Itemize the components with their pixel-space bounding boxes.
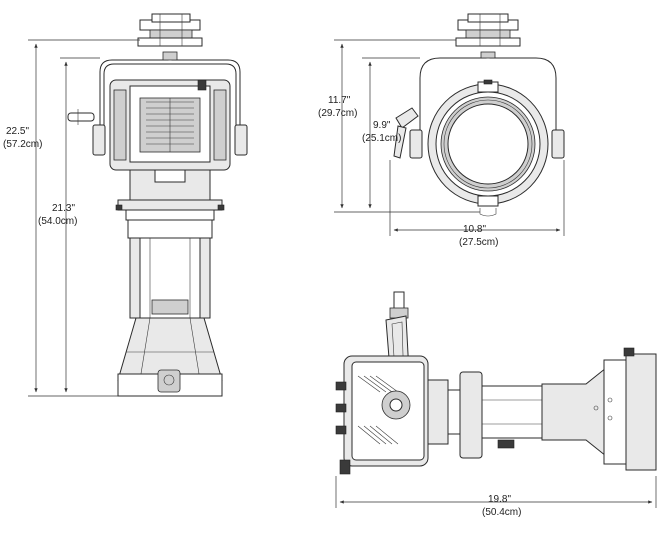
- body-height-in: 21.3": [52, 203, 75, 214]
- rear-width-in: 10.8": [463, 224, 486, 235]
- rear-view-drawing: [393, 13, 565, 217]
- rear-dimension-lines: [334, 39, 565, 236]
- side-length-in: 19.8": [488, 494, 511, 505]
- overall-height-cm: (57.2cm): [3, 139, 42, 150]
- front-dimension-lines: [28, 39, 140, 397]
- lens-height-cm: (25.1cm): [362, 133, 401, 144]
- side-length-cm: (50.4cm): [482, 507, 521, 518]
- rear-height-in: 11.7": [328, 95, 351, 106]
- front-view-drawing: [67, 13, 248, 397]
- side-dimension-lines: [335, 476, 657, 508]
- side-view-drawing: [335, 291, 657, 475]
- rear-width-cm: (27.5cm): [459, 237, 498, 248]
- body-height-cm: (54.0cm): [38, 216, 77, 227]
- lens-height-in: 9.9": [373, 120, 391, 131]
- front-fins: [146, 98, 194, 152]
- side-fins: [357, 375, 399, 445]
- rear-height-cm: (29.7cm): [318, 108, 357, 119]
- overall-height-in: 22.5": [6, 126, 29, 137]
